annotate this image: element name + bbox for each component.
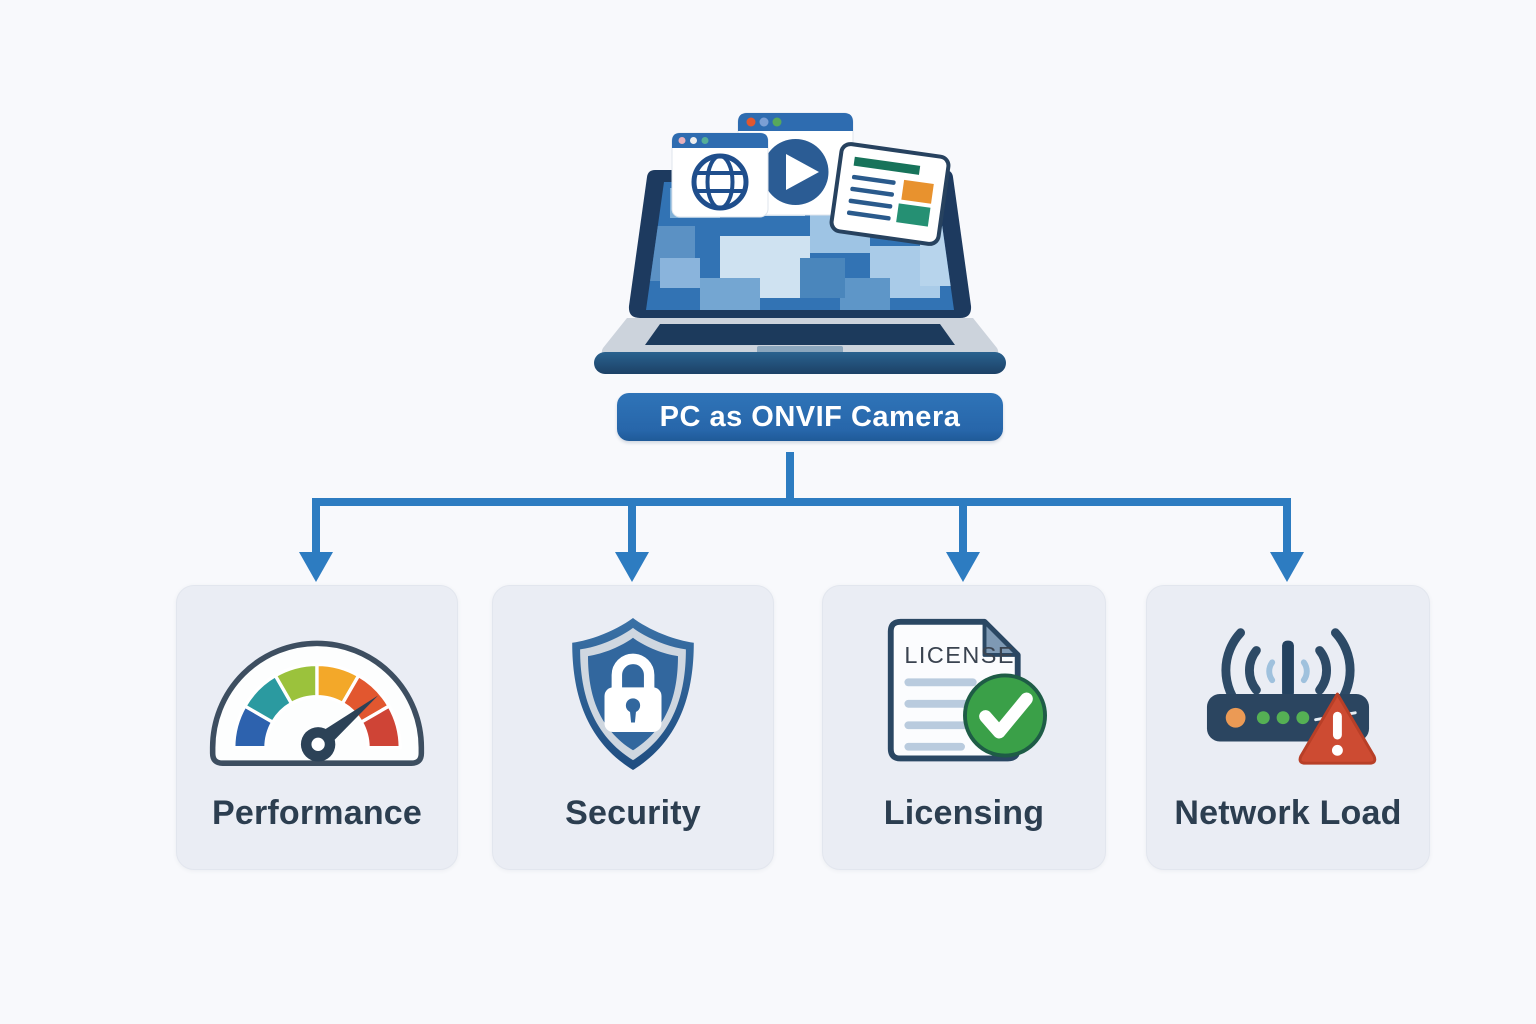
laptop-icon [594, 112, 1006, 374]
connector-stem-licensing [959, 498, 967, 556]
root-node: PC as ONVIF Camera [617, 393, 1003, 441]
connector-stem-network-load [1283, 498, 1291, 556]
warning-triangle-icon [1298, 692, 1377, 765]
down-arrow-icon [946, 552, 980, 582]
card-label-licensing: Licensing [883, 794, 1045, 832]
laptop-base [594, 352, 1006, 374]
wifi-signal-icon [1221, 628, 1355, 713]
root-node-label: PC as ONVIF Camera [659, 400, 961, 433]
card-licensing: LICENSE Licensing [822, 585, 1106, 870]
connector-horizontal-line [312, 498, 1291, 506]
card-security: Security [492, 585, 774, 870]
card-label-security: Security [565, 794, 701, 832]
down-arrow-icon [615, 552, 649, 582]
card-label-performance: Performance [211, 794, 423, 832]
license-document-check-icon: LICENSE [871, 602, 1057, 788]
browser-globe-window-icon [671, 132, 769, 218]
router-wifi-warning-icon [1189, 602, 1387, 788]
down-arrow-icon [299, 552, 333, 582]
card-label-network-load: Network Load [1174, 794, 1402, 832]
down-arrow-icon [1270, 552, 1304, 582]
laptop-keyboard [645, 324, 955, 345]
gauge-speedometer-icon [206, 602, 428, 788]
report-card-icon [829, 142, 951, 246]
laptop-illustration [560, 88, 1040, 388]
connector-stem-security [628, 498, 636, 556]
card-performance: Performance [176, 585, 458, 870]
connector-root-stem [786, 452, 794, 500]
license-text: LICENSE [904, 642, 1014, 668]
card-network-load: Network Load [1146, 585, 1430, 870]
shield-lock-icon [557, 602, 709, 788]
connector-stem-performance [312, 498, 320, 556]
